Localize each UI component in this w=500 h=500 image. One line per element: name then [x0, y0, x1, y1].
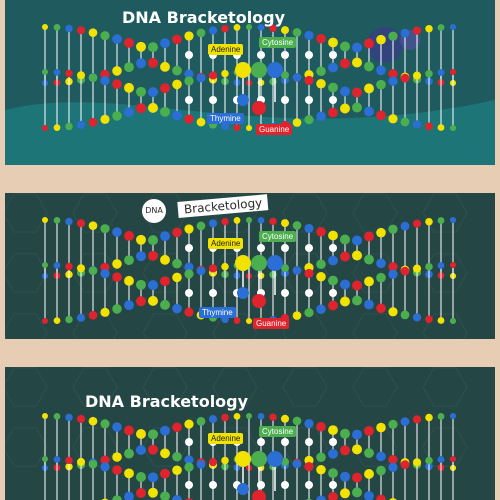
cytosine-label: Cytosine	[259, 426, 297, 437]
banner-2: DNA Bracketology Adenine Cytosine Thymin…	[5, 193, 495, 339]
banner-title: DNA Bracketology	[122, 8, 286, 27]
cytosine-label: Cytosine	[259, 231, 297, 242]
guanine-label: Guanine	[256, 124, 293, 135]
dna-helix-art	[5, 367, 468, 500]
thymine-label: Thymine	[199, 307, 236, 318]
thymine-label: Thymine	[207, 113, 244, 124]
cytosine-label: Cytosine	[259, 37, 297, 48]
guanine-label: Guanine	[253, 318, 290, 329]
adenine-label: Adenine	[208, 433, 244, 444]
banner-1: DNA Bracketology Adenine Cytosine Thymin…	[5, 0, 495, 165]
banner-title: DNA Bracketology	[85, 392, 249, 411]
dna-helix-art	[5, 193, 468, 339]
adenine-label: Adenine	[208, 44, 244, 55]
adenine-label: Adenine	[208, 238, 244, 249]
banner-3: DNA Bracketology Adenine Cytosine	[5, 367, 495, 500]
dna-circle-badge: DNA	[142, 199, 166, 223]
dna-helix-art	[5, 23, 495, 165]
